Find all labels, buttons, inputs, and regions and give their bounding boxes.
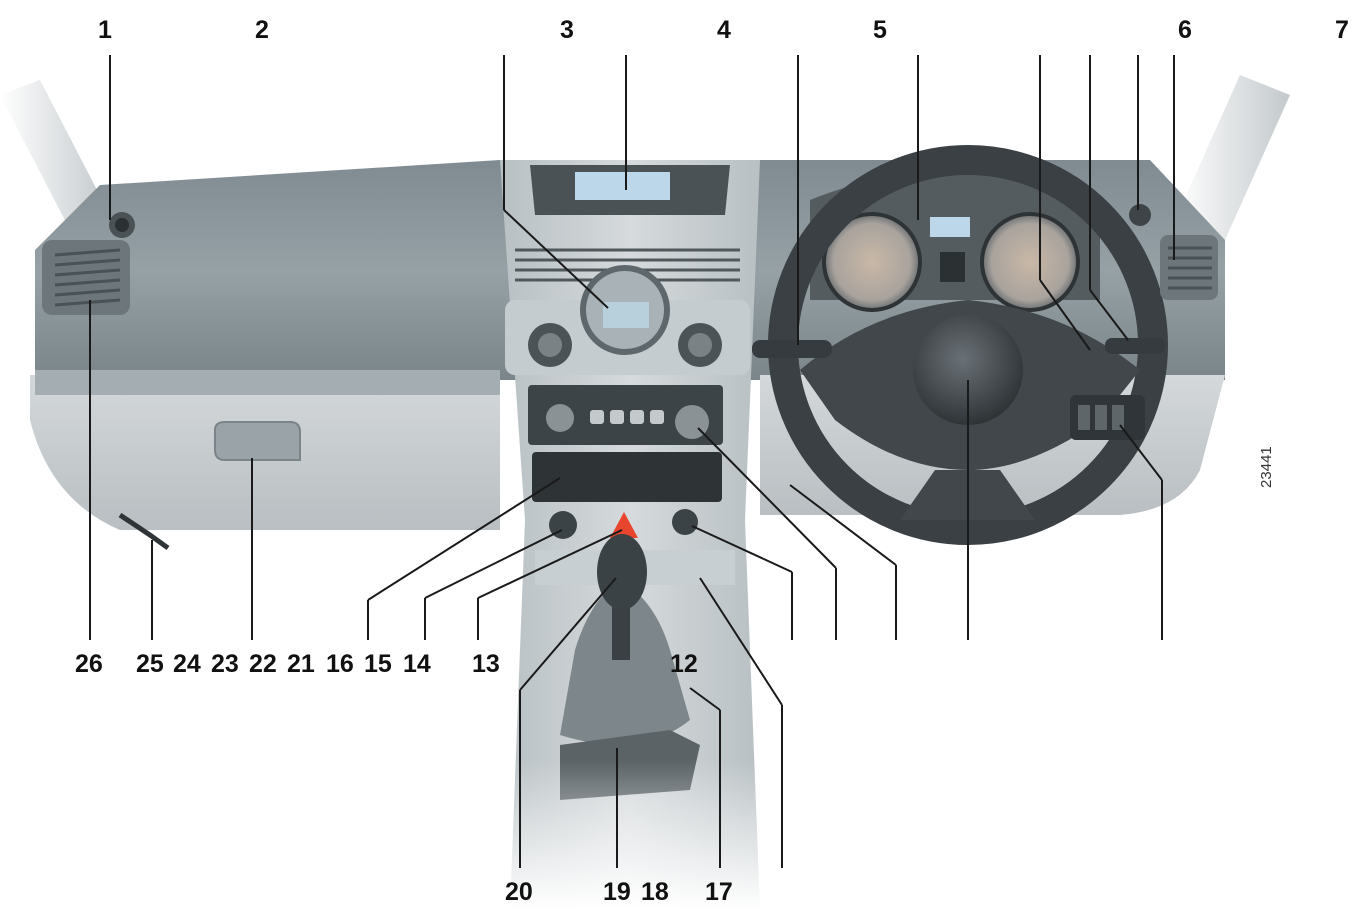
airbag-hub xyxy=(913,315,1023,425)
left-a-pillar xyxy=(0,80,110,230)
cluster-display xyxy=(930,217,970,237)
right-round-vent xyxy=(1129,204,1151,226)
callout-13: 13 xyxy=(472,650,500,678)
left-stalk xyxy=(752,340,832,358)
figure-reference-code: 23441 xyxy=(1258,446,1275,488)
right-a-pillar xyxy=(1175,75,1290,240)
callout-1: 1 xyxy=(98,16,112,44)
right-stalk xyxy=(1105,338,1165,354)
callout-21: 21 xyxy=(287,650,315,678)
callout-12: 12 xyxy=(670,650,698,678)
radio-knob-left xyxy=(546,404,574,432)
callout-24: 24 xyxy=(173,650,201,678)
callout-2: 2 xyxy=(255,16,269,44)
speedometer xyxy=(822,212,922,312)
tachometer xyxy=(980,212,1080,312)
gear-knob xyxy=(597,534,647,610)
radio-unit xyxy=(528,385,723,445)
callout-17: 17 xyxy=(705,878,733,906)
callout-3: 3 xyxy=(560,16,574,44)
callout-25: 25 xyxy=(136,650,164,678)
callout-5: 5 xyxy=(873,16,887,44)
climate-display xyxy=(603,302,649,328)
callout-14: 14 xyxy=(403,650,431,678)
callout-4: 4 xyxy=(717,16,731,44)
console-button-right xyxy=(672,509,698,535)
storage-tray xyxy=(532,452,722,502)
glovebox-handle xyxy=(214,421,301,461)
left-side-vent xyxy=(54,248,121,307)
gear-lever-boot xyxy=(560,580,690,745)
callout-26: 26 xyxy=(75,650,103,678)
callout-20: 20 xyxy=(505,878,533,906)
callout-18: 18 xyxy=(641,878,669,906)
leader-lines xyxy=(89,55,1175,868)
callout-19: 19 xyxy=(603,878,631,906)
callout-15: 15 xyxy=(364,650,392,678)
callout-7: 7 xyxy=(1335,16,1349,44)
callout-6: 6 xyxy=(1178,16,1192,44)
callout-16: 16 xyxy=(326,650,354,678)
info-display xyxy=(575,172,670,200)
callout-22: 22 xyxy=(249,650,277,678)
callout-23: 23 xyxy=(211,650,239,678)
